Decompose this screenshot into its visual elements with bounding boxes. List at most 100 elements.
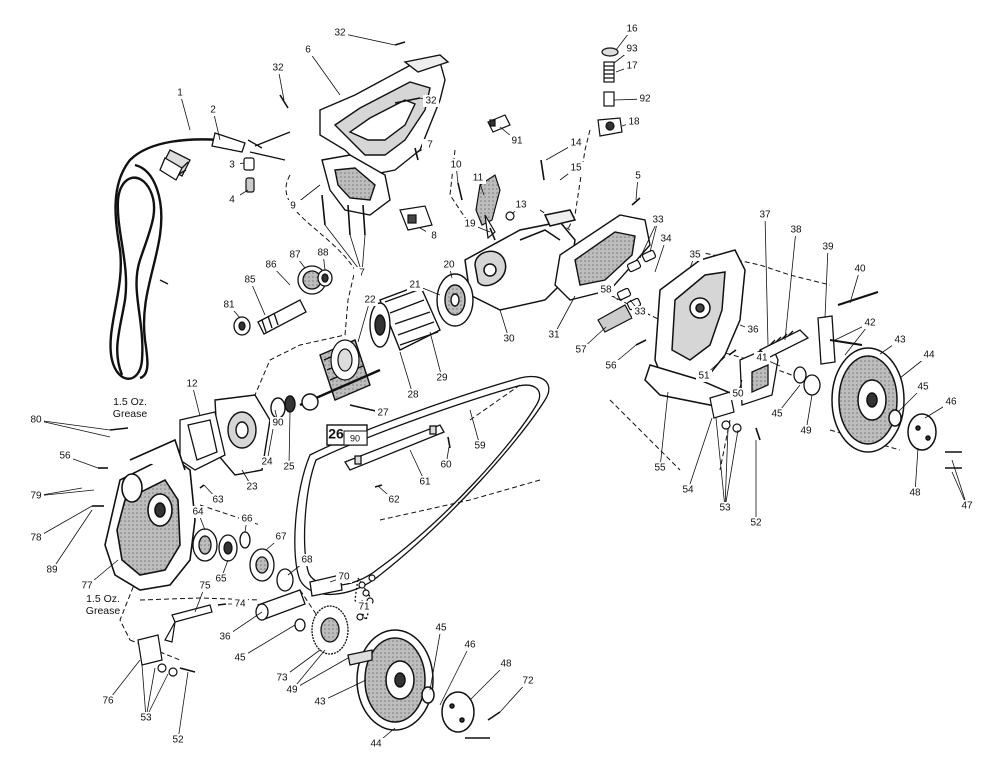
callout-label: 25: [283, 462, 295, 473]
callout-label: 37: [759, 210, 771, 221]
callout-background: [405, 389, 421, 401]
callout-background: [630, 170, 646, 182]
callout-background: [44, 564, 60, 576]
leader-line: [764, 214, 769, 346]
callout-label: 70: [338, 572, 350, 583]
callout-label: 92: [639, 94, 651, 105]
callout-background: [332, 27, 348, 39]
callout-background: [299, 554, 315, 566]
callout-background: [687, 249, 703, 261]
callout-background: [197, 580, 213, 592]
gear-shaft-set: [233, 265, 333, 336]
callout-background: [423, 95, 439, 107]
callout-label: 52: [750, 518, 762, 529]
leader-line: [824, 246, 829, 319]
callout-label: 45: [234, 653, 246, 664]
callout-background: [417, 476, 433, 488]
leader-line: [179, 92, 191, 131]
callout-label: 6: [305, 45, 311, 56]
callout-background: [270, 62, 286, 74]
callout-background: [498, 658, 514, 670]
band-saw-blade: [294, 375, 550, 596]
boxed-part-main: 26: [328, 426, 344, 442]
callout-label: 27: [377, 408, 389, 419]
callout-background: [448, 159, 464, 171]
callout-background: [462, 639, 478, 651]
leader-line: [687, 417, 713, 491]
callout-background: [717, 502, 733, 514]
blade-guide-assemblies: [137, 391, 742, 677]
callout-background: [652, 462, 668, 474]
callout-label: 36: [219, 632, 231, 643]
callout-label: 72: [522, 676, 534, 687]
callout-background: [907, 487, 923, 499]
callout-background: [568, 137, 584, 149]
callout-background: [959, 500, 975, 512]
callout-background: [312, 696, 328, 708]
callout-background: [354, 267, 370, 279]
callout-label: 7: [359, 268, 365, 279]
callout-label: 18: [628, 117, 640, 128]
callout-background: [501, 333, 517, 345]
callout-background: [213, 573, 229, 585]
gear-housing: [104, 438, 196, 591]
leader-line: [145, 667, 156, 719]
callout-label: 1: [177, 88, 183, 99]
callout-background: [422, 139, 438, 151]
callout-background: [730, 388, 746, 400]
callout-background: [28, 532, 44, 544]
leader-line: [724, 427, 729, 509]
callout-background: [224, 159, 240, 171]
callout-label: 48: [500, 659, 512, 670]
callout-background: [281, 461, 297, 473]
callout-label: 22: [364, 295, 376, 306]
callout-label: 71: [358, 602, 370, 613]
callout-background: [754, 352, 770, 364]
callout-background: [438, 459, 454, 471]
screws: [92, 41, 962, 739]
callout-label: 48: [909, 488, 921, 499]
grease-note-bottom-line1: 1.5 Oz.: [86, 593, 120, 605]
leader-line: [35, 419, 111, 431]
callout-background: [624, 23, 640, 35]
callout-label: 61: [419, 477, 431, 488]
callout-background: [862, 317, 878, 329]
callout-background: [943, 396, 959, 408]
callout-label: 21: [409, 280, 421, 291]
callout-background: [852, 263, 868, 275]
callout-background: [375, 407, 391, 419]
callout-label: 17: [626, 61, 638, 72]
callout-label: 9: [290, 201, 296, 212]
callout-background: [769, 408, 785, 420]
callout-label: 43: [894, 335, 906, 346]
callout-background: [172, 87, 188, 99]
callout-label: 32: [425, 96, 437, 107]
callout-label: 40: [854, 264, 866, 275]
callout-background: [239, 513, 255, 525]
callout-label: 32: [334, 28, 346, 39]
leader-line: [107, 659, 141, 702]
callout-label: 39: [822, 242, 834, 253]
leader-line: [307, 49, 341, 96]
callout-label: 44: [923, 350, 935, 361]
callout-label: 56: [59, 451, 71, 462]
commutator: [330, 339, 360, 381]
callout-label: 46: [945, 397, 957, 408]
callout-background: [315, 247, 331, 259]
callout-label: 77: [81, 581, 93, 592]
leader-line: [339, 32, 396, 46]
callout-background: [263, 259, 279, 271]
callout-label: 11: [473, 173, 484, 184]
callout-label: 50: [732, 389, 744, 400]
callout-background: [170, 734, 186, 746]
callout-label: 85: [244, 275, 256, 286]
callout-label: 59: [474, 441, 486, 452]
callout-label: 32: [272, 63, 284, 74]
callout-background: [441, 259, 457, 271]
callout-label: 47: [961, 501, 973, 512]
callout-background: [624, 60, 640, 72]
callout-label: 87: [289, 250, 301, 261]
callout-label: 93: [626, 44, 638, 55]
callout-label: 62: [388, 495, 400, 506]
callout-label: 2: [210, 105, 216, 116]
